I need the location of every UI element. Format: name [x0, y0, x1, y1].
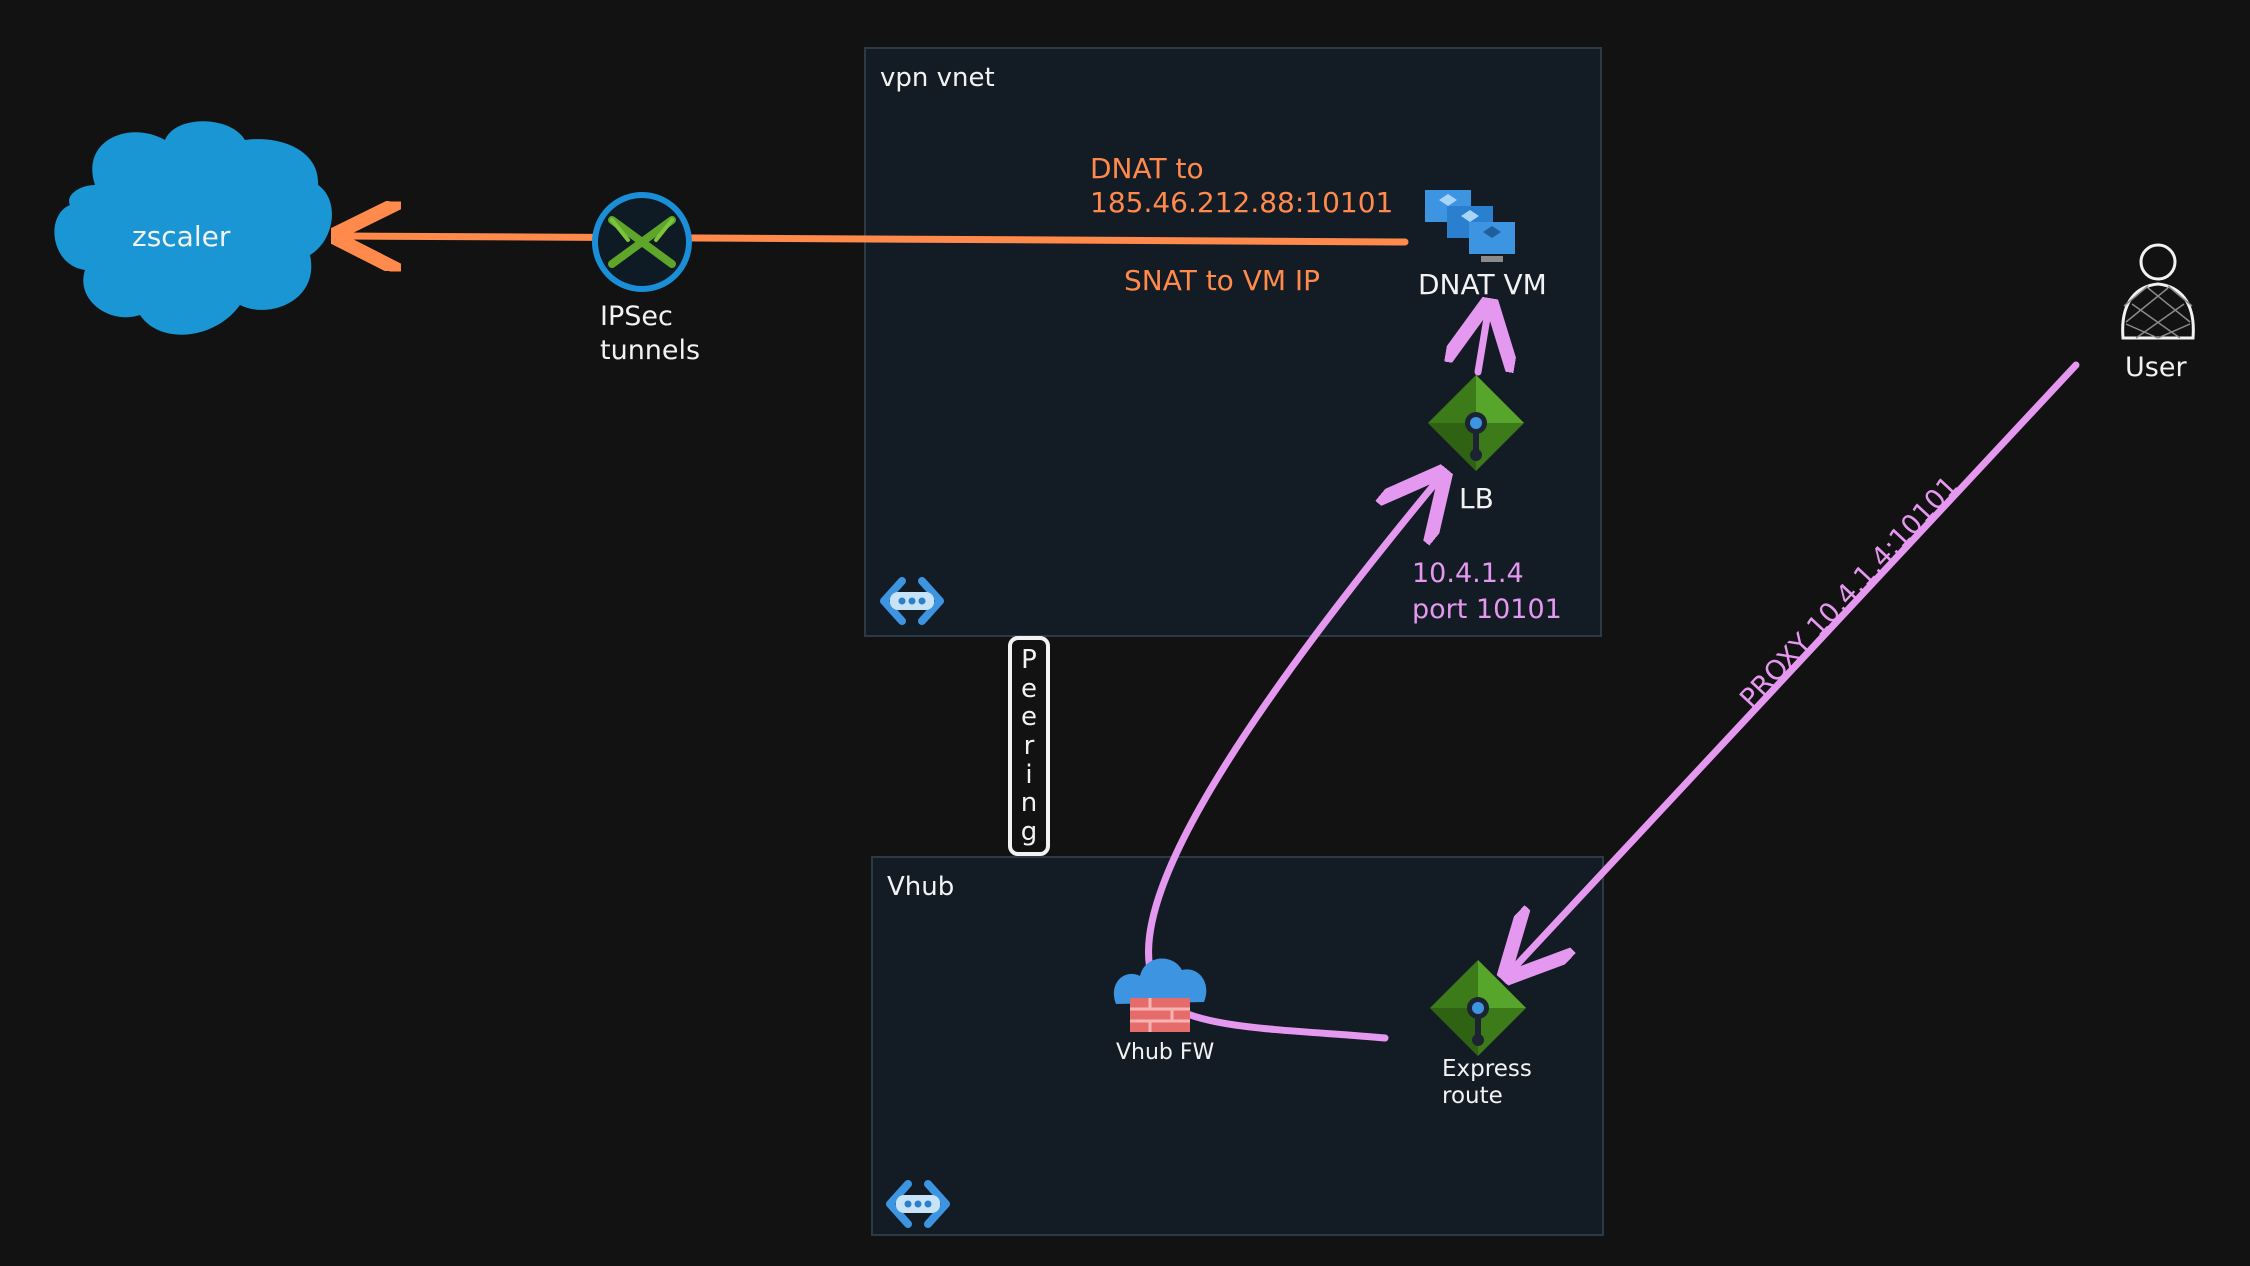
ipsec-label: IPSec tunnels — [600, 301, 701, 366]
user-icon — [2121, 243, 2195, 340]
dnat-vm-label: DNAT VM — [1418, 268, 1547, 301]
lb-label: LB — [1459, 482, 1494, 515]
user-to-expressroute-arrow — [1512, 361, 2080, 970]
vhub-fw-label: Vhub FW — [1116, 1040, 1215, 1065]
firewall-to-lb-arrow — [1144, 480, 1438, 1042]
lb-to-vm-arrow — [1478, 312, 1488, 376]
vpn-gateway-icon — [592, 192, 692, 292]
snat-annotation: SNAT to VM IP — [1124, 264, 1321, 297]
expressroute-icon — [1430, 960, 1526, 1056]
lb-address-annotation: 10.4.1.4 port 10101 — [1412, 558, 1562, 625]
cloud-label: zscaler — [132, 220, 231, 253]
cloud-icon — [54, 121, 332, 335]
peering-label: P e e r i n g — [1008, 636, 1050, 856]
virtual-network-icon — [886, 1180, 950, 1228]
peering-letter: n — [1020, 788, 1038, 819]
virtual-network-icon — [880, 577, 944, 625]
peering-letter: r — [1023, 730, 1035, 761]
peering-letter: P — [1021, 645, 1037, 676]
peering-letter: e — [1021, 673, 1037, 704]
user-label: User — [2125, 352, 2187, 383]
dnat-annotation: DNAT to 185.46.212.88:10101 — [1090, 152, 1394, 219]
vhub-title: Vhub — [887, 872, 955, 902]
express-route-label: Express route — [1442, 1056, 1532, 1109]
peering-letter: e — [1021, 702, 1037, 733]
load-balancer-icon — [1428, 375, 1524, 471]
orange-arrow — [345, 236, 1409, 242]
firewall-icon — [1113, 958, 1207, 1032]
peering-letter: g — [1020, 816, 1038, 847]
peering-letter: i — [1025, 759, 1033, 790]
vpn-vnet-title: vpn vnet — [880, 63, 995, 93]
virtual-machines-icon — [1425, 190, 1515, 262]
